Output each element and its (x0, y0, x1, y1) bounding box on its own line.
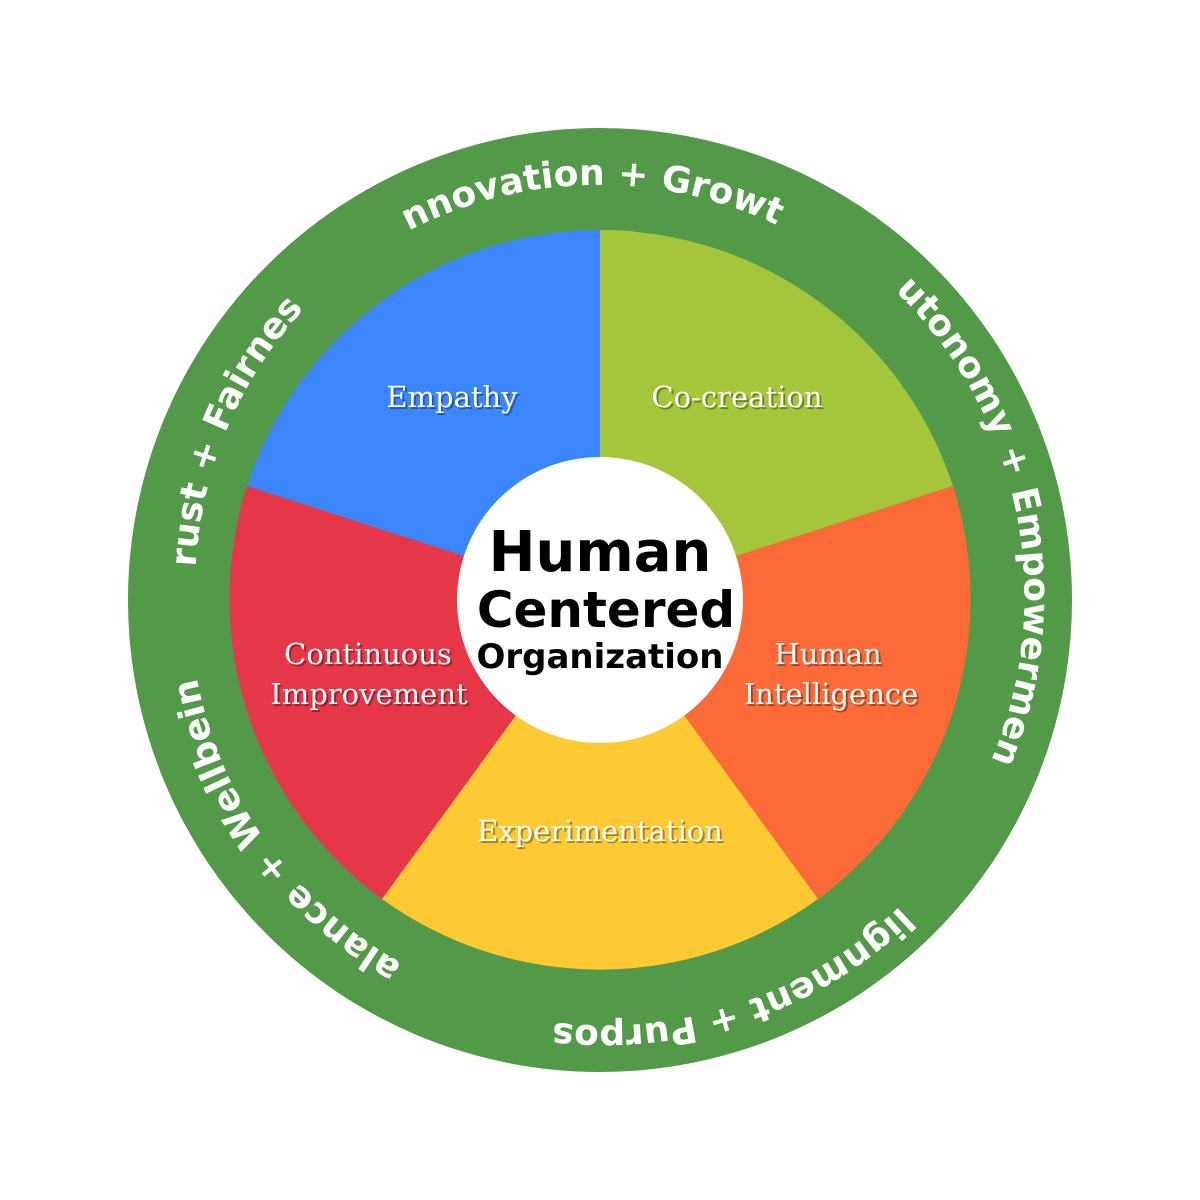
label-continuous-improvement-line2: Improvement (270, 677, 468, 711)
label-human-intelligence-line2: Intelligence (744, 677, 919, 711)
center-circle (457, 457, 743, 743)
segment-labels: Empathy Empathy Co-creation Co-creation … (270, 380, 920, 850)
svg-text:Continuous: Continuous (286, 639, 454, 673)
svg-text:Experimentation: Experimentation (479, 816, 725, 850)
label-experimentation: Experimentation (477, 814, 723, 848)
svg-text:Empathy: Empathy (388, 382, 520, 416)
center-title-line1: Human (489, 520, 712, 585)
label-human-intelligence-line1: Human (774, 637, 881, 671)
center-title-line2: Centered (477, 581, 735, 639)
label-co-creation: Co-creation (651, 380, 822, 414)
center-title-line3: Organization (476, 637, 723, 677)
segment-experimentation (382, 600, 818, 970)
svg-text:Improvement: Improvement (272, 679, 470, 713)
label-empathy: Empathy (386, 380, 518, 414)
svg-text:Human: Human (776, 639, 883, 673)
label-continuous-improvement-line1: Continuous (284, 637, 452, 671)
svg-text:Co-creation: Co-creation (653, 382, 824, 416)
svg-text:Intelligence: Intelligence (746, 679, 921, 713)
segments-group (229, 230, 971, 970)
